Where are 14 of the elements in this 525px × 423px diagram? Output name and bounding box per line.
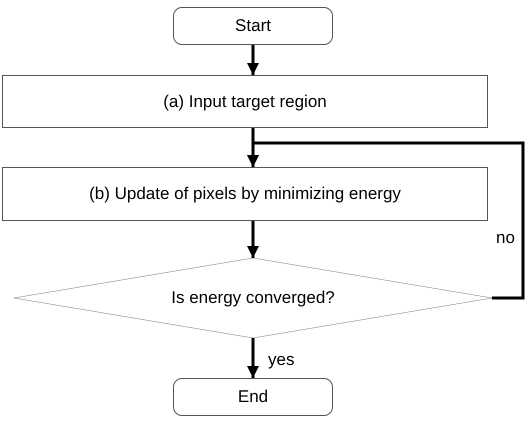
terminal-box (173, 378, 333, 416)
node-text: End (238, 387, 268, 407)
process-box (2, 75, 488, 128)
terminal-box (173, 7, 333, 45)
node-text: (a) Input target region (163, 92, 327, 112)
arrow (247, 221, 259, 258)
node-text: (b) Update of pixels by minimizing energy (89, 184, 401, 204)
arrow (247, 45, 259, 75)
process-box (2, 167, 488, 221)
arrow (247, 142, 524, 300)
node-text: Start (235, 16, 271, 36)
decision-diamond (14, 258, 492, 338)
arrow (247, 338, 259, 378)
node-text: Is energy converged? (171, 288, 335, 308)
